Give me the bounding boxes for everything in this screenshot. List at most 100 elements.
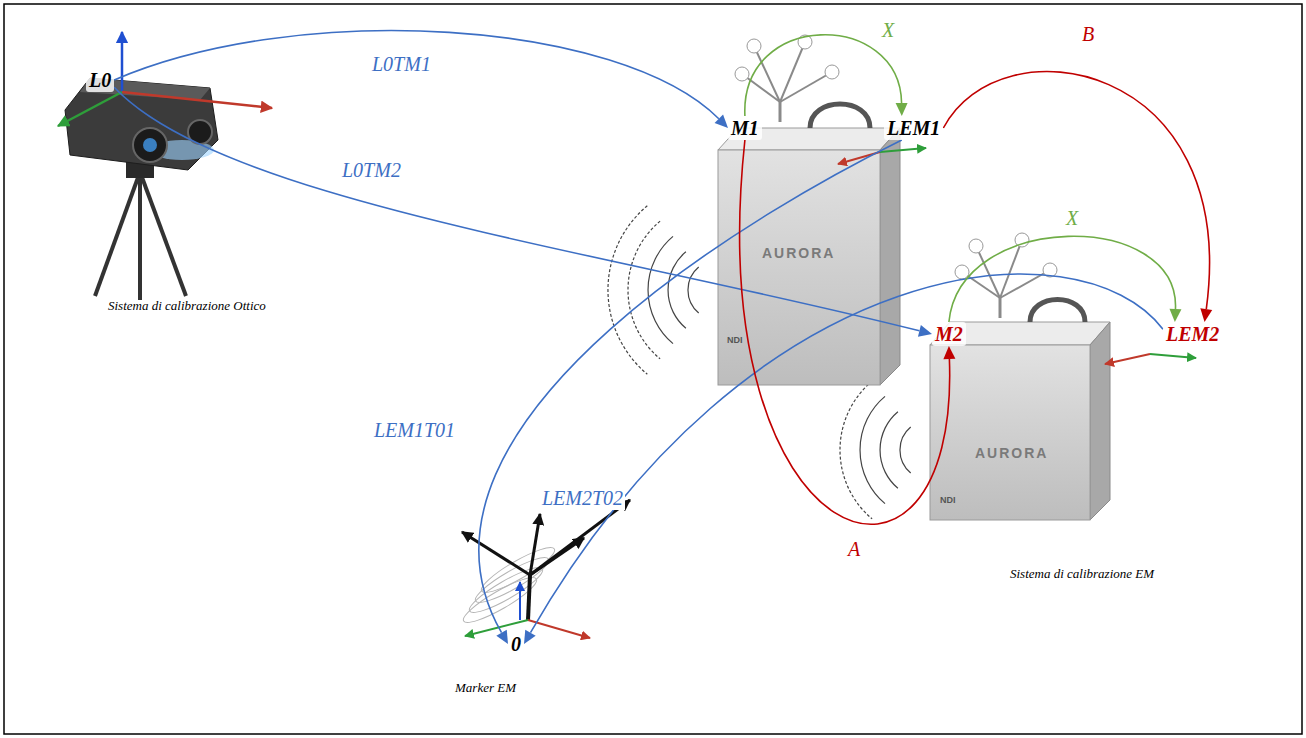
frame-label: 0 [508,632,524,656]
transform-label: LEM1T01 [372,418,457,442]
em-marker-part [530,500,630,575]
arrowhead [943,346,955,359]
field-generator-part [1000,240,1022,298]
field-generator-part [930,345,1090,520]
connector [949,236,1182,322]
field-generator-part [955,265,969,279]
em-marker-part [519,582,521,620]
optical-camera-part [133,128,167,162]
connector-line [740,140,950,524]
connector-line [943,72,1209,310]
em-waves-part [608,206,647,375]
maker-logo: NDI [940,495,956,505]
optical-camera-part [140,172,186,296]
field-generator-part [825,65,839,79]
field-generator-part [779,102,782,122]
em-waves-part [840,381,872,519]
brand-logo: AURORA [975,445,1048,461]
connector-line [479,140,902,633]
transform-label: B [1080,22,1096,46]
optical-axes-part [122,92,272,108]
em-marker-part [462,532,530,575]
em-waves-part [860,396,885,503]
field-generator [930,233,1110,520]
field-generator-part [718,150,880,385]
connector [943,72,1212,322]
em-marker-part [528,620,590,638]
transform-label: X [880,18,896,42]
transform-label: X [1064,206,1080,230]
connector-line [530,274,1163,633]
field-generator-part [754,46,780,102]
optical-axes [58,32,272,126]
em-frame-axes-part [1105,354,1150,364]
transform-label: L0TM1 [370,52,433,76]
frame-name: M1 [731,116,759,140]
arrowhead [1200,308,1212,322]
field-generator-part [780,72,832,102]
em-marker-part [471,551,553,609]
em-frame-axes-part [1150,354,1196,358]
caption: Sistema di calibrazione EM [1010,566,1154,582]
frame-name: LEM1 [887,116,940,140]
field-generator-part [747,39,761,53]
field-generator-part [880,128,900,385]
frame-name: L0 [89,68,111,92]
em-waves-part [688,267,699,313]
field-generator-part [1090,322,1110,520]
optical-camera-part [95,172,140,296]
optical-axes-part [58,92,122,126]
field-generator-part [999,298,1002,318]
frame-border-part [4,4,1302,734]
connector [745,35,908,116]
maker-logo: NDI [727,335,743,345]
connector [740,140,956,524]
arrowhead [715,115,728,128]
connector [114,31,728,128]
brand-logo: AURORA [762,245,835,261]
connector-line [745,35,902,116]
em-marker-part [528,575,530,620]
field-generator-part [1030,300,1085,323]
optical-axes-part [121,32,124,92]
caption: Marker EM [455,680,516,696]
transform-label: L0TM2 [340,158,403,182]
em-waves-part [648,236,673,343]
frame-label: LEM1 [884,116,943,140]
arrowhead [1169,309,1181,322]
connector-line [114,87,919,331]
optical-camera-part [143,138,157,152]
frame-name: LEM2 [1166,322,1219,346]
arrowhead [524,630,536,644]
em-waves-part [668,252,686,329]
arrowhead [496,630,508,644]
field-generator-part [976,246,1000,298]
field-generator-part [735,67,749,81]
field-generator-part [969,239,983,253]
frame-name: 0 [511,632,521,656]
field-generator-part [810,104,870,128]
em-marker-part [530,514,540,575]
em-waves-part [900,427,911,473]
frame-label: M2 [932,322,966,346]
field-generator [718,35,900,385]
transform-label: LEM2T02 [540,486,625,510]
arrowhead [896,103,908,116]
frame-name: M2 [935,322,963,346]
frame-label: M1 [728,116,762,140]
frame-label: L0 [86,68,114,92]
frame-border [4,4,1302,734]
connector [479,140,902,644]
optical-camera-part [138,172,142,300]
field-generator-part [780,42,805,102]
em-frame-axes-part [880,148,926,152]
em-waves-part [880,412,898,489]
em-frame-axes [838,148,1196,364]
connector [524,274,1163,644]
field-generator-part [930,322,1110,345]
em-waves-part [628,221,660,359]
connector-line [949,236,1176,322]
